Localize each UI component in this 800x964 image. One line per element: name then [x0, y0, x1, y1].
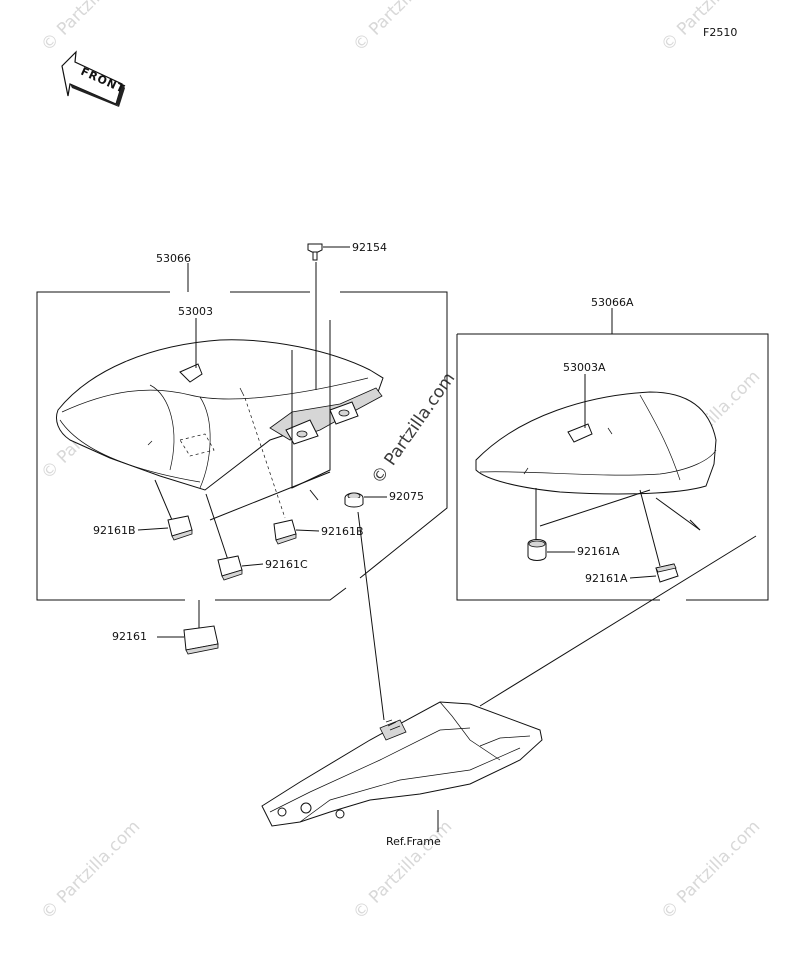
watermark-text: © Partzilla.com — [349, 817, 456, 924]
bolt-92154 — [307, 243, 323, 261]
part-label-92075: 92075 — [389, 490, 424, 503]
passenger-seat — [475, 391, 717, 495]
leader-passenger-to-frame — [479, 535, 757, 707]
part-label-53003: 53003 — [178, 305, 213, 318]
leader-rider-to-frame — [357, 511, 385, 721]
part-label-92161A-top: 92161A — [577, 545, 620, 558]
part-label-92161C: 92161C — [265, 558, 308, 571]
bumper-92161B-right — [273, 519, 297, 545]
grommet-92075 — [344, 492, 364, 508]
bumper-92161A-top — [527, 539, 547, 561]
watermark-text: © Partzilla.com — [349, 0, 456, 56]
part-label-92161A-bottom: 92161A — [585, 572, 628, 585]
watermark-text: © Partzilla.com — [657, 817, 764, 924]
part-label-53066A: 53066A — [591, 296, 634, 309]
bumper-92161A-bottom — [655, 563, 679, 583]
passenger-seat-group: 53066A 53003A 92161A 92161A — [456, 296, 769, 601]
ref-frame-label: Ref.Frame — [386, 835, 441, 848]
front-arrow-icon: FRONT — [61, 50, 127, 107]
rider-seat-group: 53066 53003 — [36, 241, 448, 601]
figure-id: F2510 — [703, 26, 737, 39]
watermark-text-center: © Partzilla.com — [368, 369, 460, 488]
watermark-text: © Partzilla.com — [37, 0, 144, 56]
part-label-92154: 92154 — [352, 241, 387, 254]
part-label-92161B-left: 92161B — [93, 524, 136, 537]
bumper-92161B-left — [167, 515, 193, 541]
watermark-text: © Partzilla.com — [37, 817, 144, 924]
part-label-53003A: 53003A — [563, 361, 606, 374]
part-label-92161: 92161 — [112, 630, 147, 643]
rider-seat — [56, 339, 384, 491]
part-label-92161B-right: 92161B — [321, 525, 364, 538]
part-label-53066: 53066 — [156, 252, 191, 265]
bumper-92161C — [217, 555, 243, 581]
rear-frame — [261, 701, 543, 827]
leader-passenger-to-frame-2 — [689, 519, 701, 531]
pad-92161 — [183, 600, 219, 655]
